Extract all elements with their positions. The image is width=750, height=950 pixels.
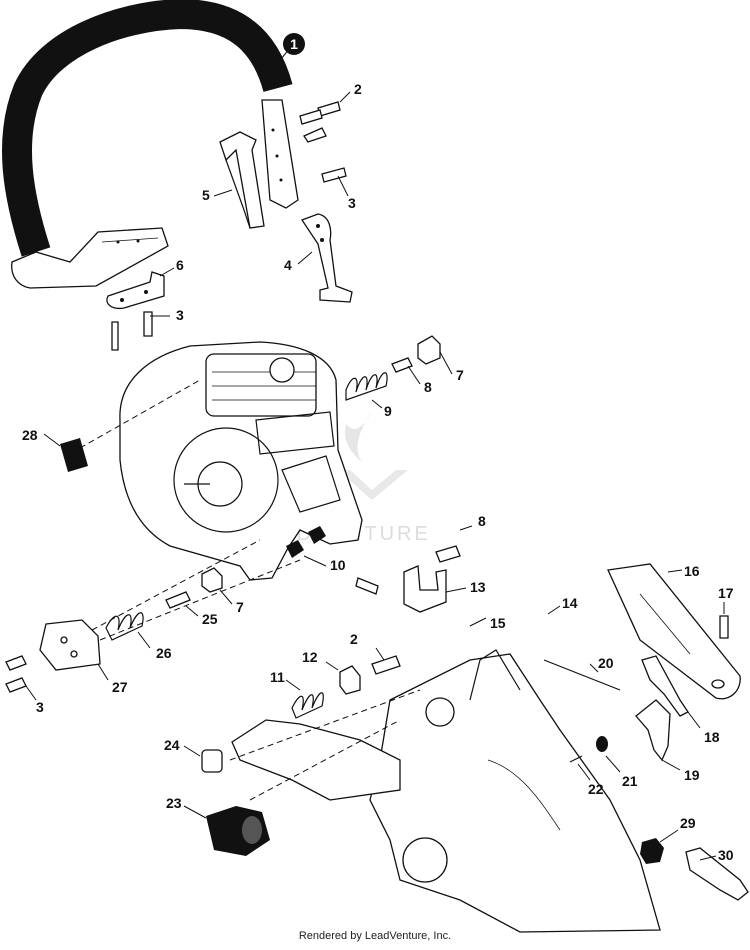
callout-2-lower: 2 [350, 631, 358, 647]
callout-23: 23 [166, 795, 182, 811]
part-24-cap [201, 749, 223, 773]
callout-6: 6 [176, 257, 184, 273]
callout-19: 19 [684, 767, 700, 783]
part-16-cover [607, 563, 741, 700]
callout-2: 2 [354, 81, 362, 97]
part-6-bracket [106, 271, 165, 310]
part-3-screws [303, 127, 347, 183]
part-9-spring [345, 372, 388, 401]
part-23-boot [206, 806, 270, 856]
callout-18: 18 [704, 729, 720, 745]
part-12-damper [339, 665, 361, 695]
part-28-label [60, 438, 88, 472]
part-2-screw-lower [371, 655, 401, 675]
callout-21: 21 [622, 773, 638, 789]
leader-lines [25, 47, 725, 861]
callout-25: 25 [202, 611, 218, 627]
callout-16: 16 [684, 563, 700, 579]
callout-7: 7 [456, 367, 464, 383]
callout-8: 8 [424, 379, 432, 395]
callout-1: 1 [283, 33, 305, 55]
part-13-bracket [403, 565, 447, 613]
callout-5: 5 [202, 187, 210, 203]
part-27-plate [39, 619, 101, 671]
callout-20: 20 [598, 655, 614, 671]
callout-22: 22 [588, 781, 604, 797]
callout-11: 11 [270, 669, 285, 685]
callout-3: 3 [348, 195, 356, 211]
callout-3-lower: 3 [176, 307, 184, 323]
part-10-dampers [286, 526, 326, 558]
intake-manifold [231, 719, 401, 801]
part-18-lever [641, 655, 689, 717]
part-22-pin [569, 755, 583, 763]
footer-credit: Rendered by LeadVenture, Inc. [298, 930, 452, 942]
svg-text:1: 1 [290, 36, 298, 52]
callout-27: 27 [112, 679, 128, 695]
part-30-bracket [685, 847, 749, 901]
part-3-screws-left [5, 655, 27, 693]
part-2-screw [299, 101, 341, 125]
part-3-screws-lower [111, 311, 153, 351]
assembly-lines [79, 379, 421, 801]
part-7-cap [201, 335, 441, 593]
callout-15: 15 [490, 615, 506, 631]
callout-14: 14 [562, 595, 578, 611]
callout-30: 30 [718, 847, 734, 863]
callout-7-lower: 7 [236, 599, 244, 615]
part-17-screw [719, 615, 729, 639]
callout-26: 26 [156, 645, 172, 661]
callout-24: 24 [164, 737, 180, 753]
callout-28: 28 [22, 427, 38, 443]
part-11-spring [291, 692, 324, 719]
part-26-spring [105, 612, 144, 641]
callout-8-lower: 8 [478, 513, 486, 529]
callout-4: 4 [284, 257, 292, 273]
callout-13: 13 [470, 579, 486, 595]
callout-10: 10 [330, 557, 346, 573]
engine-block [119, 341, 363, 581]
callout-3-left: 3 [36, 699, 44, 715]
part-29-damper [640, 838, 664, 864]
part-21-spring [596, 736, 608, 752]
part-5-damper [219, 131, 265, 229]
callout-29: 29 [680, 815, 696, 831]
part-8-screw [355, 357, 461, 595]
part-15-housing [369, 649, 661, 933]
part-20-wire [543, 659, 621, 691]
part-4-bracket [301, 213, 353, 303]
part-1-handlebar [2, 0, 299, 289]
part-19-trigger [635, 699, 671, 762]
callout-12: 12 [302, 649, 318, 665]
callout-labels: 2 3 4 5 6 3 8 7 9 28 8 10 13 7 25 26 27 … [22, 81, 734, 863]
callout-9: 9 [384, 403, 392, 419]
part-25-screw [165, 591, 191, 609]
callout-17: 17 [718, 585, 734, 601]
